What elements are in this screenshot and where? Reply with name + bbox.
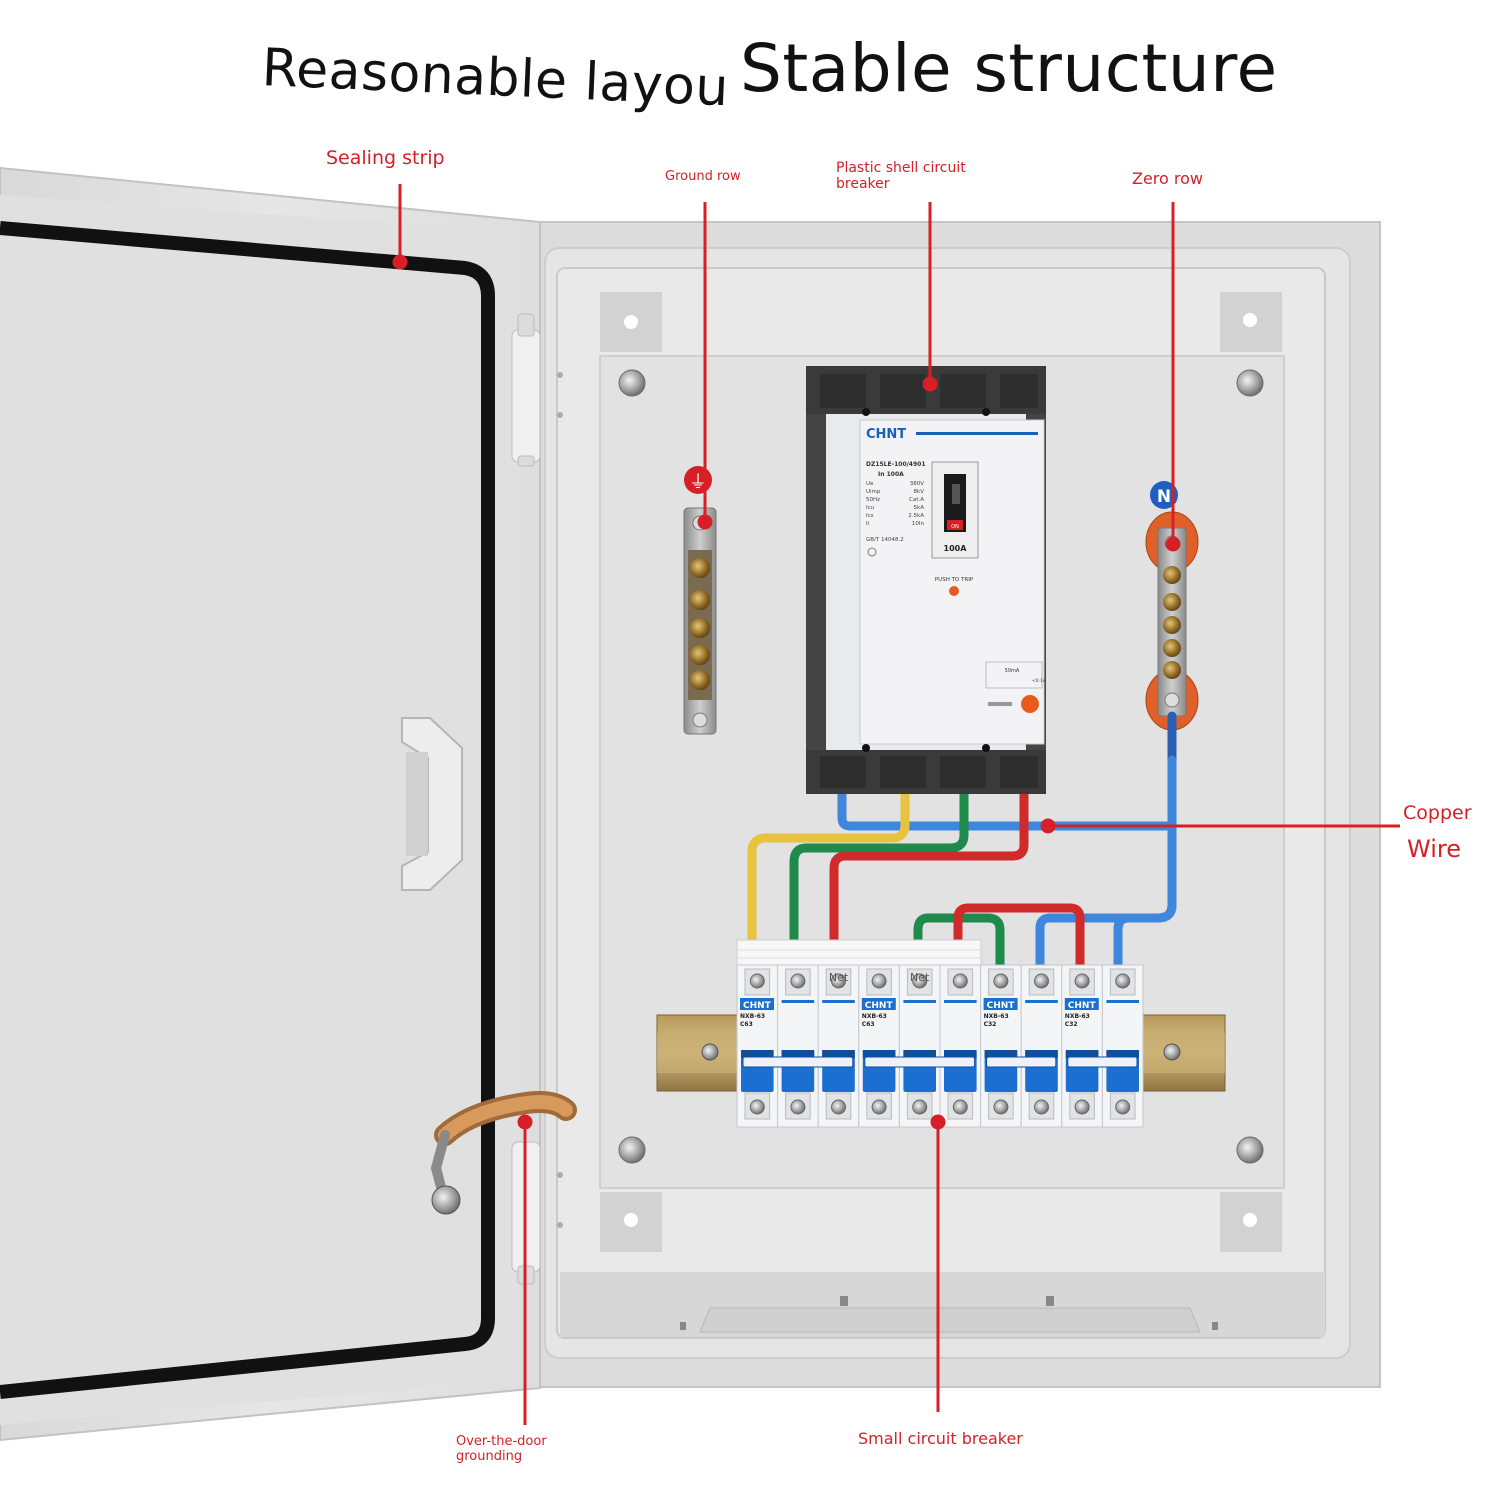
mcb-handle-bar[interactable] — [1067, 1056, 1138, 1068]
title-part-2: Stable structure — [740, 30, 1278, 107]
mcb-module — [1101, 964, 1144, 1128]
mccb-trip-time: <0.1s — [1032, 678, 1046, 684]
mccb-spec-key: Ue — [866, 481, 874, 487]
label-door-grounding-line-1: Over-the-door — [456, 1434, 547, 1449]
mccb-handle-label: ON — [951, 524, 959, 530]
mccb-rating: 100A — [944, 544, 968, 553]
label-ground-row: Ground row — [665, 169, 741, 184]
label-plastic-shell-line-1: Plastic shell circuit — [836, 160, 966, 176]
mccb-spec-key: Ics — [866, 513, 874, 519]
mcb-net-label: Net — [910, 971, 930, 984]
mccb-spec-value: 2.5kA — [908, 513, 924, 519]
mccb-model: DZ15LE-100/4901 — [866, 461, 926, 468]
label-copper-line-2: Wire — [1407, 835, 1461, 863]
mccb-spec-value: 8kV — [914, 489, 925, 495]
mcb-module — [939, 964, 982, 1128]
mccb-spec-value: 10In — [912, 521, 925, 527]
mcb-handle-bar[interactable] — [742, 1056, 854, 1068]
label-sealing-strip: Sealing strip — [326, 147, 445, 169]
mccb-spec-value: Cat.A — [909, 497, 924, 503]
mcb-rating: C63 — [862, 1021, 875, 1028]
plastic-shell-circuit-breaker: CHNT DZ15LE-100/4901 In 100A Ue 380V Uim… — [806, 366, 1046, 794]
mcb-rating: C32 — [1065, 1021, 1078, 1028]
mccb-spec-key: GB/T 14048.2 — [866, 537, 904, 543]
mcb-brand-logo: CHNT — [865, 1001, 894, 1011]
mcb-rating: C32 — [984, 1021, 997, 1028]
mcb-module — [1061, 964, 1103, 1128]
label-door-grounding: Over-the-door grounding — [456, 1434, 547, 1465]
ground-symbol-icon: ⏚ — [689, 472, 707, 493]
mcb-module: Net — [817, 964, 860, 1128]
mcb-handle-bar[interactable] — [864, 1056, 976, 1068]
title: Reasonable layou Stable structure — [0, 28, 1500, 118]
label-plastic-shell-line-2: breaker — [836, 176, 890, 193]
neutral-symbol-icon: N — [1157, 487, 1171, 507]
mcb-model: NXB-63 — [1065, 1013, 1090, 1020]
mcb-module: Net — [898, 964, 941, 1128]
label-small-circuit-breaker: Small circuit breaker — [858, 1429, 1023, 1448]
mcb-handle-bar[interactable] — [986, 1056, 1057, 1068]
mcb-module — [736, 964, 779, 1128]
mcb-model: NXB-63 — [740, 1013, 765, 1020]
mccb-brand-logo: CHNT — [866, 427, 906, 442]
cabinet-door — [0, 166, 577, 1442]
mcb-module — [1020, 964, 1063, 1128]
mcb-module — [777, 964, 819, 1128]
label-door-grounding-line-2: grounding — [456, 1448, 523, 1464]
mccb-spec-value: 380V — [910, 481, 924, 487]
mccb-spec-key: Uimp — [866, 489, 881, 495]
mccb-spec-table: Ue 380V Uimp 8kV 50Hz Cat.A Icu 5kA Ics … — [866, 481, 925, 543]
mccb-push-to-trip: PUSH TO TRIP — [935, 577, 974, 583]
label-copper-line-1: Copper — [1403, 802, 1472, 824]
mcb-rating: C63 — [740, 1021, 753, 1028]
mcb-brand-logo: CHNT — [743, 1001, 772, 1011]
mccb-spec-key: Icu — [866, 505, 874, 511]
copper-wires — [747, 711, 1177, 970]
label-zero-row: Zero row — [1132, 169, 1204, 188]
mcb-module — [858, 964, 900, 1128]
mcb-net-label: Net — [829, 971, 849, 984]
mcb-model: NXB-63 — [862, 1013, 887, 1020]
label-plastic-shell-breaker: Plastic shell circuit breaker — [836, 160, 966, 192]
mcb-model: NXB-63 — [984, 1013, 1009, 1020]
mccb-spec-key: Ii — [866, 521, 870, 527]
mccb-spec-key: 50Hz — [866, 497, 880, 503]
mccb-spec-value: 5kA — [914, 505, 925, 511]
mcb-brand-logo: CHNT — [987, 1001, 1016, 1011]
mcb-brand-logo: CHNT — [1068, 1001, 1097, 1011]
mcb-module — [980, 964, 1022, 1128]
mccb-rating-line: In 100A — [878, 471, 904, 478]
mccb-residual-current: 50mA — [1005, 668, 1020, 674]
